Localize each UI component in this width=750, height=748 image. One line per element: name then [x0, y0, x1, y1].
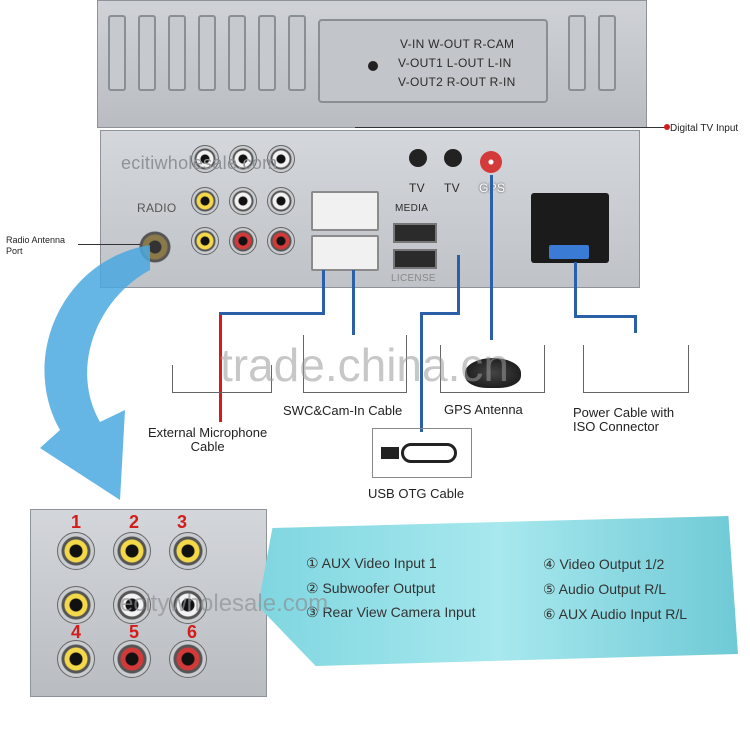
vent-slot — [258, 15, 276, 91]
rca-number: 3 — [177, 512, 188, 532]
external-microphone-cable-label: External Microphone Cable — [148, 425, 268, 454]
usb-otg-cable-graphic — [372, 428, 472, 478]
gps-antenna-label: GPS Antenna — [444, 402, 523, 417]
gps-port — [480, 151, 502, 173]
rca-zoom-panel: 1 2 3 4 5 6 — [30, 509, 267, 697]
gps-wire — [490, 175, 493, 340]
usb-port — [393, 249, 437, 269]
legend-item-6: ⑥ AUX Audio Input R/L — [543, 606, 688, 622]
microphone-wire — [219, 312, 222, 422]
rca-jack — [267, 227, 295, 255]
vent-slot — [598, 15, 616, 91]
usb-wire — [457, 255, 460, 315]
usb-plug-icon — [381, 447, 399, 459]
swc-cable-graphic — [303, 335, 407, 393]
unit-top-panel: V-IN W-OUT R-CAM V-OUT1 L-OUT L-IN V-OUT… — [97, 0, 647, 128]
rca-jack — [191, 227, 219, 255]
rca-number: 2 — [129, 512, 140, 532]
rca-number: 5 — [129, 622, 140, 642]
swc-cam-in-cable-label: SWC&Cam-In Cable — [283, 403, 403, 418]
usb-wire — [420, 312, 460, 315]
legend-paper — [258, 516, 738, 666]
legend-item-1: ① AUX Video Input 1 — [306, 555, 437, 571]
license-label: LICENSE — [391, 273, 436, 284]
rca-jack — [169, 586, 207, 624]
vent-slot — [228, 15, 246, 91]
tv-label: TV — [444, 181, 460, 195]
rca-jack — [191, 187, 219, 215]
swc-wire — [322, 270, 325, 315]
cable-loop-icon — [401, 443, 457, 463]
legend-item-4: ④ Video Output 1/2 — [543, 556, 665, 572]
legend-item-2: ② Subwoofer Output — [306, 580, 436, 596]
harness-connector — [311, 235, 379, 271]
vent-slot — [288, 15, 306, 91]
fuse-icon — [549, 245, 589, 259]
vent-slot — [168, 15, 186, 91]
radio-label: RADIO — [137, 201, 177, 215]
power-wire — [574, 262, 577, 317]
vent-slot — [198, 15, 216, 91]
usb-port — [393, 223, 437, 243]
rca-jack — [113, 586, 151, 624]
jack-hole — [368, 61, 378, 71]
digital-tv-input-label: Digital TV Input — [670, 123, 739, 134]
legend-item-3: ③ Rear View Camera Input — [306, 604, 476, 620]
rca-jack — [57, 586, 95, 624]
tv-port — [409, 149, 427, 167]
rca-jack — [229, 145, 257, 173]
power-cable-graphic — [583, 345, 689, 393]
power-cable-iso-label: Power Cable with ISO Connector — [573, 405, 675, 434]
callout-line — [355, 127, 667, 128]
watermark-site: ecitywholesale.com — [120, 590, 329, 617]
vent-slot — [108, 15, 126, 91]
panel-label-row2: V-OUT1 L-OUT L-IN — [398, 56, 512, 70]
vent-slot — [568, 15, 586, 91]
rca-jack-2 — [113, 532, 151, 570]
rca-jack-4 — [57, 640, 95, 678]
iso-connector — [531, 193, 609, 263]
rca-jack-6 — [169, 640, 207, 678]
swc-wire — [352, 270, 355, 335]
port-label-plate: V-IN W-OUT R-CAM V-OUT1 L-OUT L-IN V-OUT… — [318, 19, 548, 103]
swc-wire — [219, 312, 324, 315]
usb-wire — [420, 312, 423, 432]
callout-line — [78, 244, 140, 245]
arrow-icon — [40, 245, 150, 500]
rca-number: 1 — [71, 512, 82, 532]
tv-label: TV — [409, 181, 425, 195]
gps-cable-graphic — [440, 345, 545, 393]
radio-antenna-port-label: Radio Antenna Port — [6, 235, 66, 256]
watermark: trade.china.cn — [220, 339, 509, 391]
usb-otg-cable-label: USB OTG Cable — [368, 486, 465, 501]
harness-connector — [311, 191, 379, 231]
rca-jack — [229, 187, 257, 215]
rca-jack — [191, 145, 219, 173]
power-wire — [634, 315, 637, 333]
rca-jack — [267, 187, 295, 215]
media-label: MEDIA — [395, 203, 429, 214]
legend-item-5: ⑤ Audio Output R/L — [543, 581, 667, 597]
rear-connector-panel: RADIO TV TV GPS MEDIA LICENSE ecitiwhole… — [100, 130, 640, 288]
tv-port — [444, 149, 462, 167]
watermark-site: ecitiwholesale.com — [121, 153, 278, 173]
rca-jack-3 — [169, 532, 207, 570]
rca-jack — [229, 227, 257, 255]
rca-jack-5 — [113, 640, 151, 678]
panel-label-row3: V-OUT2 R-OUT R-IN — [398, 75, 516, 89]
microphone-cable-graphic — [172, 365, 272, 393]
rca-number: 6 — [187, 622, 198, 642]
gps-antenna-graphic — [465, 358, 521, 388]
power-wire — [574, 315, 636, 318]
rca-jack-1 — [57, 532, 95, 570]
panel-label-row1: V-IN W-OUT R-CAM — [400, 37, 515, 51]
callout-dot — [664, 124, 670, 130]
rca-jack — [267, 145, 295, 173]
rca-number: 4 — [71, 622, 82, 642]
vent-slot — [138, 15, 156, 91]
